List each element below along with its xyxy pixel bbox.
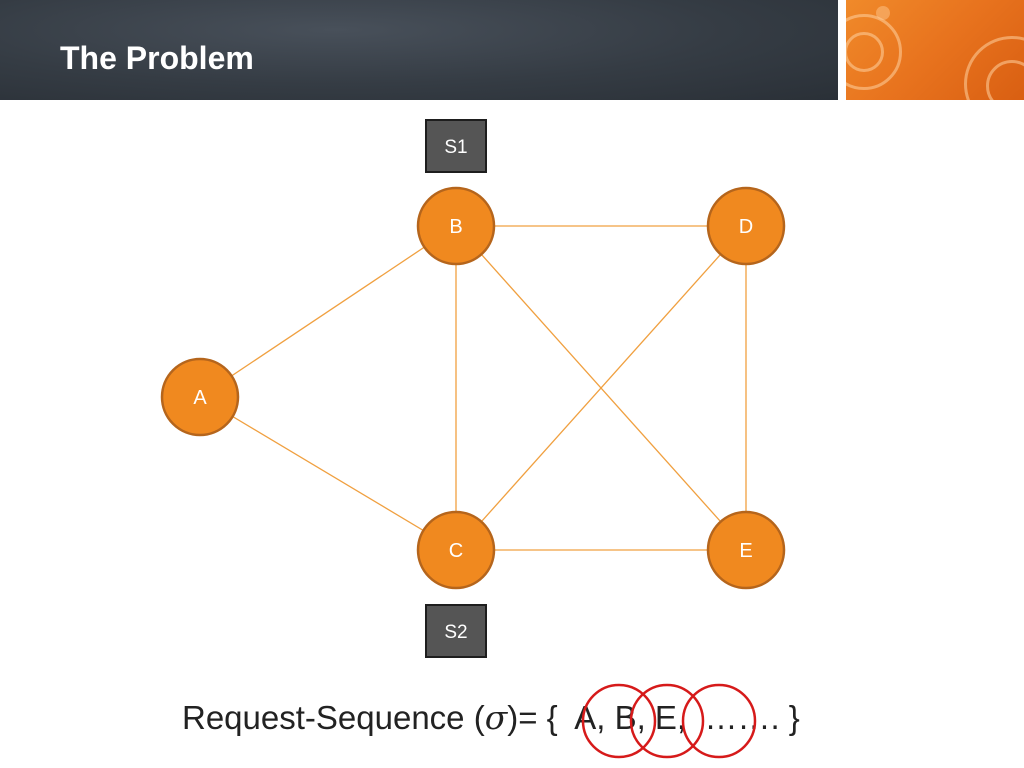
request-sequence: Request-Sequence (σ)= { A, B, E, ……. } — [182, 698, 800, 737]
node-label: E — [739, 540, 752, 562]
edge-c-d — [455, 225, 747, 551]
node-label: A — [193, 387, 207, 409]
sequence-item-e: E, — [654, 699, 687, 736]
sigma-symbol: σ — [484, 698, 508, 737]
node-e: E — [706, 510, 786, 590]
sequence-item-b: B, — [614, 699, 646, 736]
sequence-rest: ……. } — [686, 699, 800, 736]
server-label: S2 — [444, 622, 467, 643]
node-label: D — [739, 216, 753, 238]
node-label: B — [449, 216, 462, 238]
node-b: B — [416, 186, 496, 266]
decorative-accent-panel — [846, 0, 1024, 100]
server-label: S1 — [444, 137, 467, 158]
node-a: A — [160, 357, 240, 437]
sequence-open: )= { — [507, 699, 575, 736]
edge-a-b — [199, 225, 457, 398]
graph-nodes: A B C D E — [160, 186, 786, 590]
sequence-prefix: Request-Sequence ( — [182, 699, 485, 736]
node-label: C — [449, 540, 463, 562]
node-d: D — [706, 186, 786, 266]
server-s1: S1 — [425, 119, 487, 173]
slide-title: The Problem — [60, 40, 254, 76]
sequence-item-a: A, — [574, 699, 606, 736]
edge-a-c — [199, 396, 457, 551]
server-s2: S2 — [425, 604, 487, 658]
graph-edges — [199, 225, 747, 551]
node-c: C — [416, 510, 496, 590]
title-banner: The Problem — [0, 0, 838, 100]
